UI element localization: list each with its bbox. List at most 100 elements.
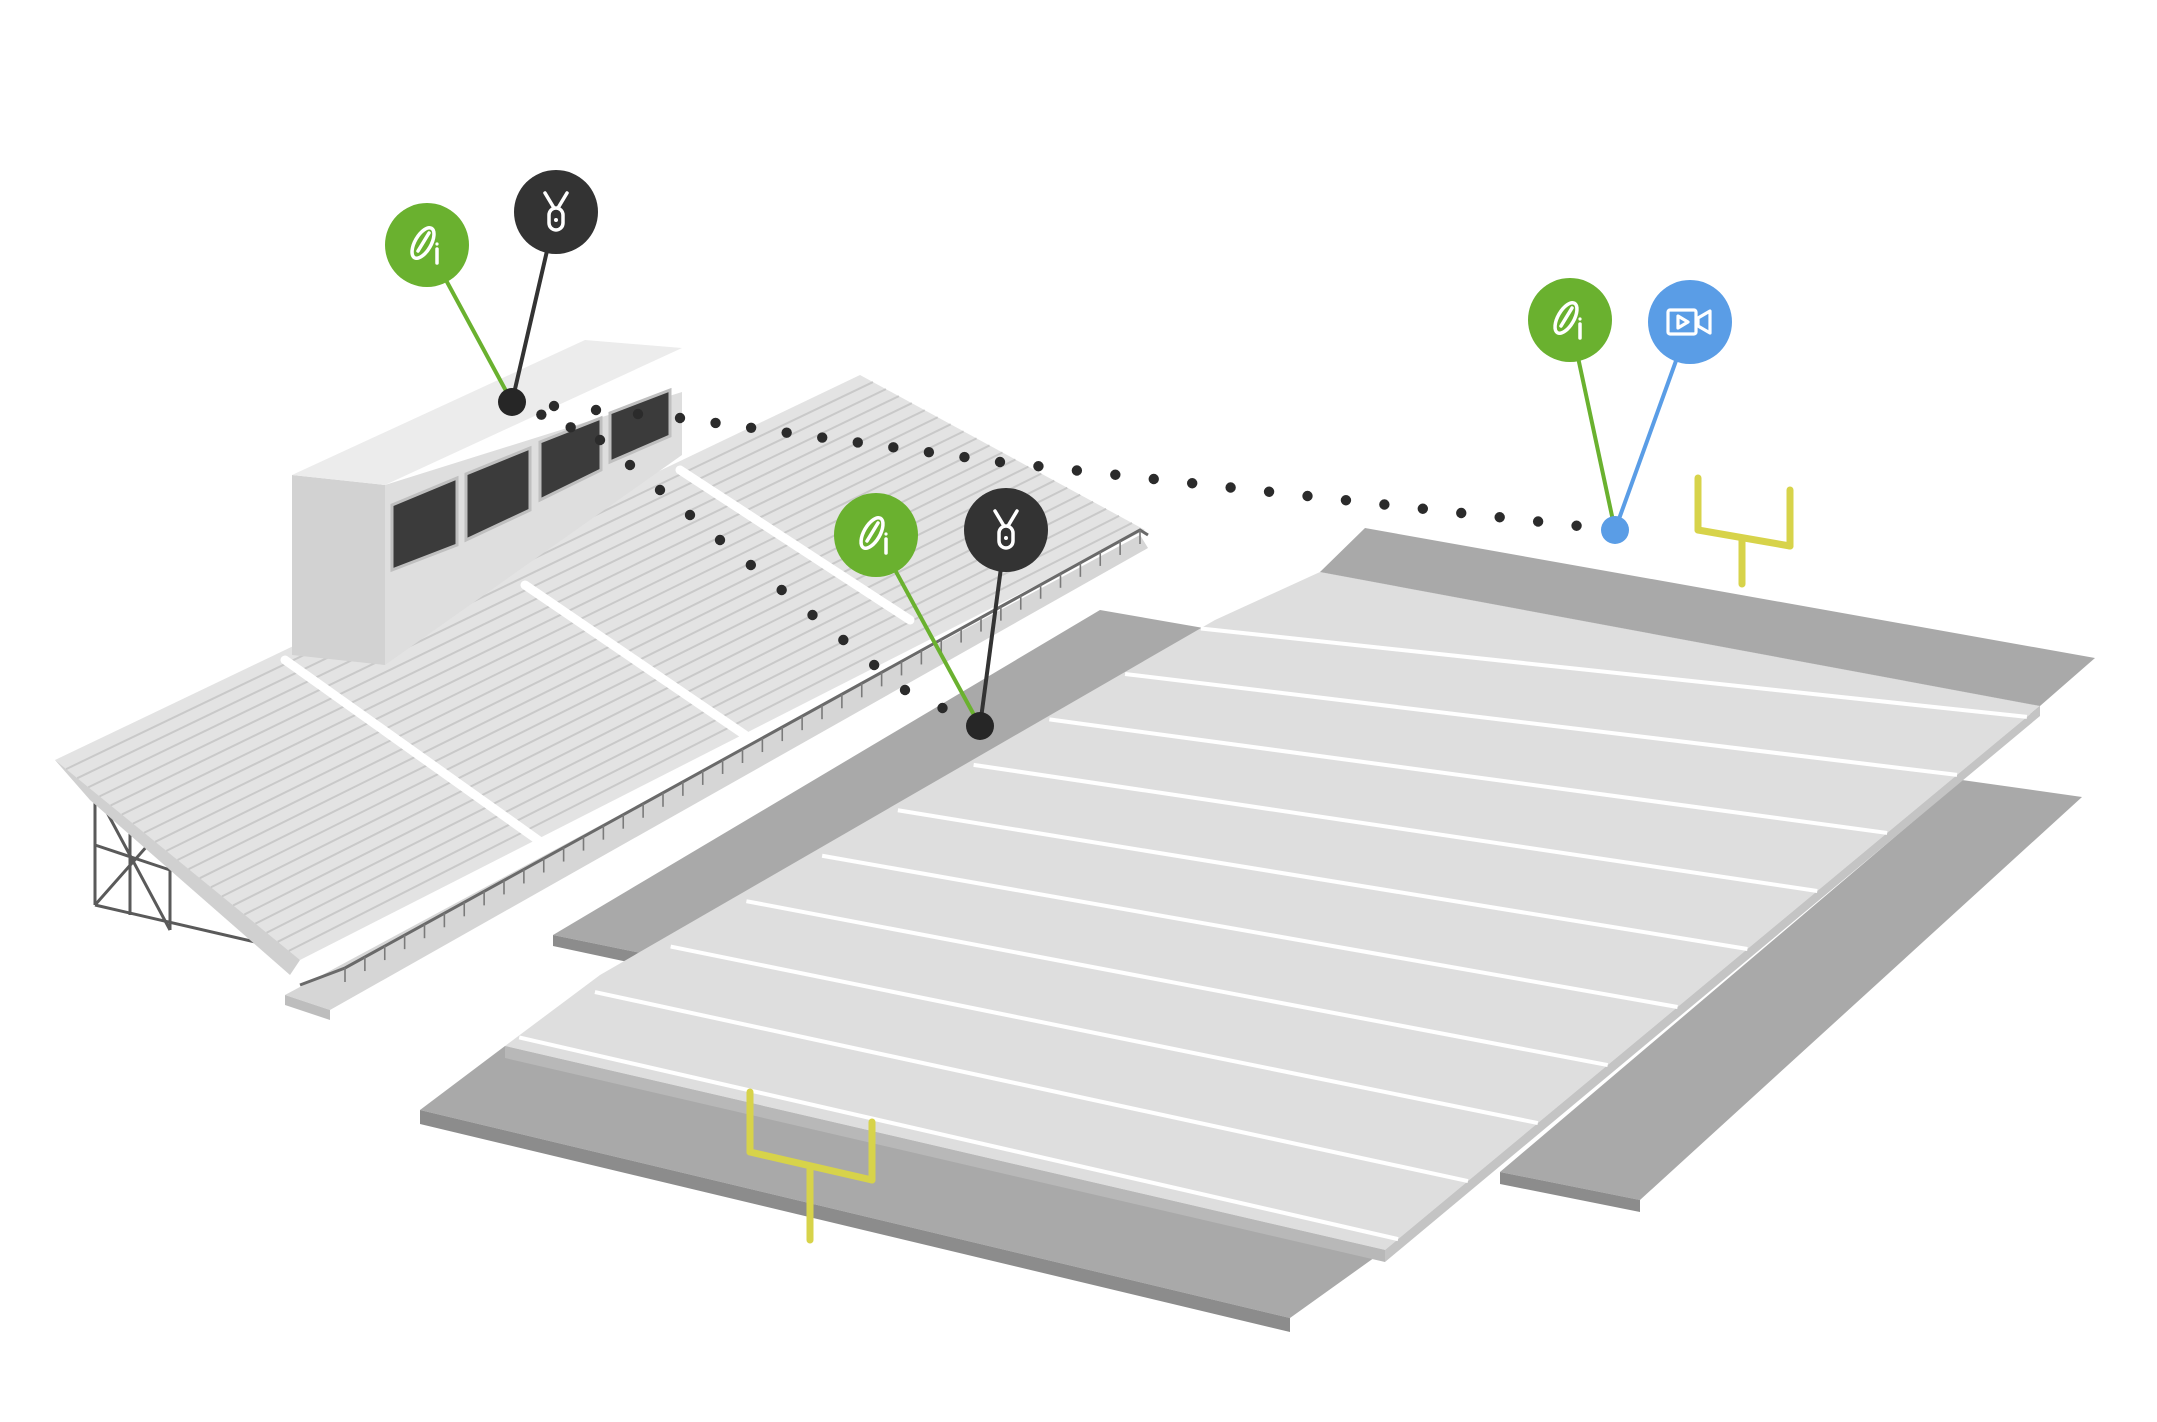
link-dot bbox=[1071, 465, 1083, 476]
bleacher-step bbox=[266, 507, 1107, 934]
link-dot bbox=[1186, 478, 1198, 489]
pressbox-wireless-node[interactable] bbox=[385, 203, 469, 287]
pressbox-window-2 bbox=[464, 445, 532, 543]
sideline-antenna-node[interactable] bbox=[964, 488, 1048, 572]
left-sideline-strip bbox=[553, 610, 1215, 960]
link-dot bbox=[1148, 473, 1159, 485]
yard-line bbox=[1049, 717, 1888, 835]
yard-line bbox=[1124, 671, 1958, 777]
link-dot bbox=[959, 451, 970, 463]
link-dot bbox=[654, 484, 666, 496]
yard-line bbox=[973, 762, 1818, 893]
link-dot bbox=[1571, 520, 1582, 531]
near-endzone-strip-edge bbox=[420, 1110, 1290, 1332]
yard-line bbox=[821, 853, 1678, 1009]
pressbox-front bbox=[292, 475, 385, 665]
link-dot bbox=[1456, 507, 1467, 519]
pressbox-windows bbox=[390, 387, 672, 573]
link-dot bbox=[594, 434, 606, 446]
bleacher-step bbox=[121, 416, 939, 816]
yard-line bbox=[897, 808, 1748, 951]
link-dot bbox=[1494, 512, 1505, 523]
near-goalpost bbox=[746, 1088, 876, 1244]
network-links bbox=[536, 400, 1582, 714]
link-dot bbox=[923, 447, 935, 458]
yard-lines bbox=[518, 626, 2028, 1242]
endzone-wireless-node[interactable] bbox=[1528, 278, 1612, 362]
link-dot bbox=[1532, 516, 1544, 527]
pressbox-antenna-node[interactable] bbox=[514, 170, 598, 254]
bleacher-step bbox=[99, 402, 913, 798]
pressbox-window-1 bbox=[390, 475, 459, 573]
link-dot bbox=[1263, 486, 1275, 497]
link-dot bbox=[807, 609, 818, 621]
bleacher-walkway bbox=[285, 535, 1148, 1010]
bleacher-step bbox=[87, 395, 900, 789]
football-field bbox=[420, 474, 2095, 1332]
pressbox-window-4 bbox=[608, 387, 672, 465]
sideline-wireless-node[interactable] bbox=[834, 493, 918, 577]
pressbox-roof bbox=[292, 340, 682, 485]
link-dot bbox=[1225, 482, 1236, 493]
yard-line bbox=[1200, 626, 2028, 719]
bleacher-step bbox=[277, 515, 1120, 943]
link-pressbox-sideline bbox=[536, 409, 948, 714]
bleacher-aisles bbox=[280, 465, 915, 850]
yard-line bbox=[670, 944, 1539, 1126]
endzone-camera-node[interactable] bbox=[1648, 280, 1732, 364]
bleacher-step bbox=[232, 486, 1068, 907]
link-dot bbox=[565, 422, 576, 433]
bleacher-step bbox=[288, 522, 1133, 952]
link-dot bbox=[548, 400, 560, 412]
link-dot bbox=[838, 634, 849, 646]
antenna-icon bbox=[543, 191, 569, 232]
link-dot bbox=[745, 422, 757, 433]
network-pins bbox=[385, 170, 1732, 740]
link-dot bbox=[899, 684, 911, 696]
pressbox-anchor[interactable] bbox=[498, 388, 526, 416]
link-dot bbox=[776, 584, 787, 596]
wireless-dish-icon bbox=[1553, 300, 1582, 340]
bleacher-step bbox=[132, 423, 952, 825]
playing-field bbox=[505, 572, 2040, 1250]
playing-field-side-edge bbox=[1385, 706, 2040, 1262]
near-endzone-strip bbox=[420, 1046, 1385, 1318]
link-dot bbox=[674, 412, 686, 424]
link-dot bbox=[590, 404, 602, 416]
link-dot bbox=[1110, 469, 1121, 480]
video-camera-icon bbox=[1666, 308, 1712, 336]
bleacher-front-ledge bbox=[285, 995, 330, 1020]
link-dot bbox=[868, 659, 880, 671]
link-dot bbox=[1340, 495, 1352, 506]
wireless-dish-icon bbox=[859, 515, 888, 555]
endzone-anchor[interactable] bbox=[1601, 516, 1629, 544]
link-dot bbox=[852, 437, 863, 448]
bleacher-step bbox=[143, 430, 965, 834]
pressbox-window-3 bbox=[538, 415, 603, 503]
antenna-icon bbox=[993, 509, 1019, 550]
link-dot bbox=[684, 509, 696, 521]
pressbox-face bbox=[385, 392, 682, 665]
yard-line bbox=[518, 1035, 1399, 1242]
link-dot bbox=[714, 534, 726, 546]
link-dot bbox=[1379, 499, 1390, 510]
sideline-anchor[interactable] bbox=[966, 712, 994, 740]
yard-line bbox=[746, 899, 1609, 1068]
link-dot bbox=[745, 559, 757, 571]
link-dot bbox=[536, 409, 547, 420]
bleacher-step bbox=[154, 437, 978, 843]
yard-line bbox=[594, 990, 1469, 1184]
bleacher-step bbox=[255, 500, 1094, 925]
right-sideline-strip-edge bbox=[1500, 1172, 1640, 1212]
far-goalpost bbox=[1694, 474, 1794, 588]
link-dot bbox=[1302, 490, 1313, 502]
bleacher-step bbox=[243, 493, 1081, 916]
right-sideline-strip bbox=[1500, 780, 2082, 1200]
far-endzone-strip bbox=[1320, 528, 2095, 706]
link-dot bbox=[632, 408, 644, 420]
bleacher-step bbox=[221, 479, 1055, 898]
link-dot bbox=[781, 427, 792, 438]
link-pressbox-endzone bbox=[548, 400, 1582, 531]
